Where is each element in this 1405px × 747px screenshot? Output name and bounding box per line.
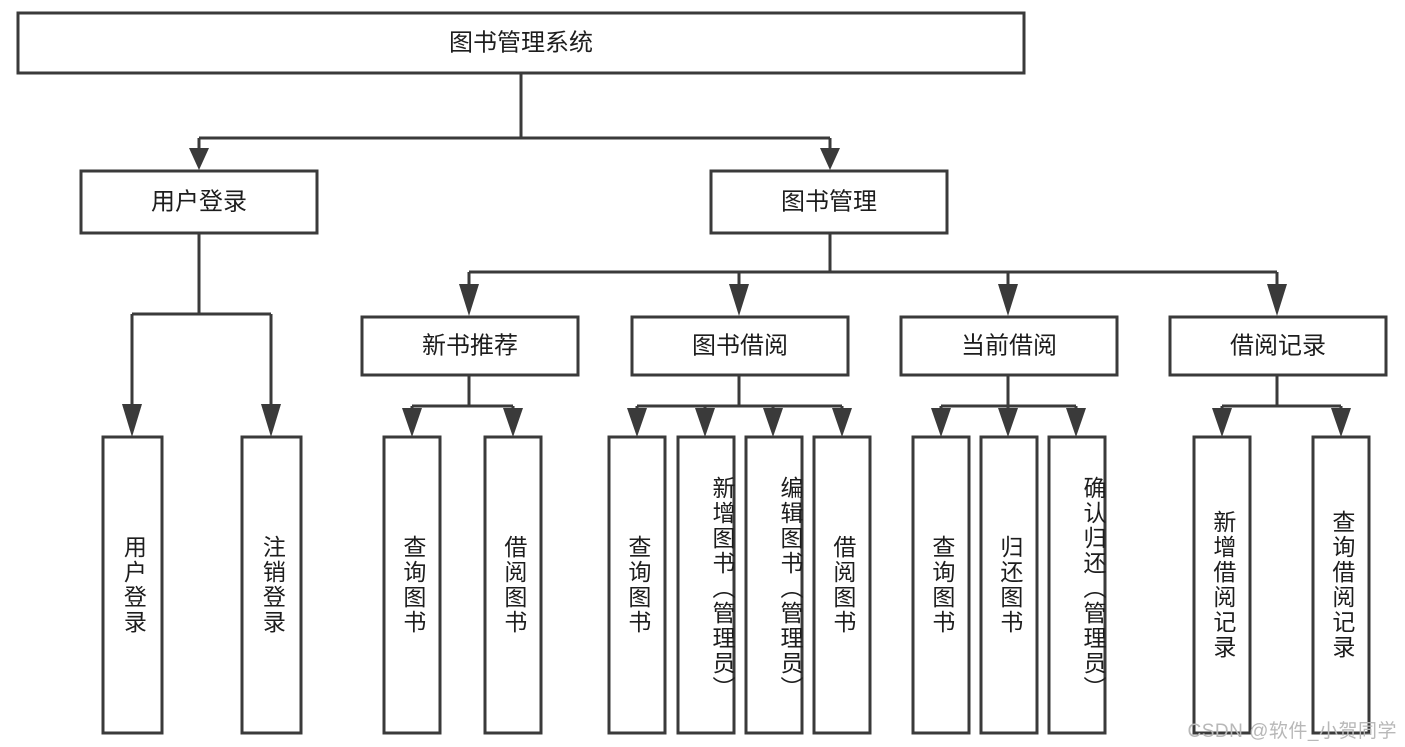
arrow-user-login-leaf-1 <box>122 404 142 437</box>
node-current-borrow-box[interactable] <box>899 315 1119 377</box>
leaf-box-current-borrow-2[interactable] <box>979 435 1039 735</box>
connector-layer <box>122 74 1351 437</box>
csdn-watermark: CSDN @软件_小贺同学 <box>1187 721 1397 742</box>
arrow-current-borrow-leaf-3 <box>1066 408 1086 437</box>
arrow-user-login-leaf-2 <box>261 404 281 437</box>
leaf-box-borrow-record-2[interactable] <box>1311 435 1371 735</box>
arrow-book-borrow-leaf-4 <box>832 408 852 437</box>
leaf-box-book-borrow-3[interactable] <box>744 435 804 735</box>
arrow-new-book-leaf-1 <box>402 408 422 437</box>
leaf-box-book-borrow-2[interactable] <box>676 435 736 735</box>
leaf-box-new-book-1[interactable] <box>382 435 442 735</box>
arrow-to-current-borrow <box>998 284 1018 316</box>
node-layer <box>16 11 1388 735</box>
node-new-book-label: 新书推荐 <box>422 332 518 359</box>
node-book-manage-label: 图书管理 <box>781 188 877 215</box>
node-root-label: 图书管理系统 <box>449 29 593 56</box>
leaf-box-book-borrow-1[interactable] <box>607 435 667 735</box>
arrow-book-borrow-leaf-3 <box>763 408 783 437</box>
node-current-borrow-label: 当前借阅 <box>961 332 1057 359</box>
leaf-box-current-borrow-1[interactable] <box>911 435 971 735</box>
arrow-current-borrow-leaf-2 <box>998 408 1018 437</box>
leaf-box-book-borrow-4[interactable] <box>812 435 872 735</box>
arrow-borrow-record-leaf-2 <box>1331 408 1351 437</box>
node-book-borrow-label: 图书借阅 <box>692 332 788 359</box>
arrow-book-borrow-leaf-1 <box>627 408 647 437</box>
node-book-manage-box[interactable] <box>709 169 949 235</box>
leaf-box-borrow-record-1[interactable] <box>1192 435 1252 735</box>
leaf-box-new-book-2[interactable] <box>483 435 543 735</box>
arrow-to-borrow-record <box>1267 284 1287 316</box>
node-borrow-record-label: 借阅记录 <box>1230 332 1326 359</box>
arrow-to-book-borrow <box>729 284 749 316</box>
node-book-borrow-box[interactable] <box>630 315 850 377</box>
arrow-book-borrow-leaf-2 <box>695 408 715 437</box>
node-user-login-box[interactable] <box>79 169 319 235</box>
arrow-to-new-book <box>459 284 479 316</box>
node-new-book-box[interactable] <box>360 315 580 377</box>
leaf-box-current-borrow-3[interactable] <box>1047 435 1107 735</box>
arrow-new-book-leaf-2 <box>503 408 523 437</box>
leaf-box-user-login-2[interactable] <box>240 435 303 735</box>
node-borrow-record-box[interactable] <box>1168 315 1388 377</box>
node-user-login-label: 用户登录 <box>151 188 247 215</box>
leaf-box-user-login-1[interactable] <box>101 435 164 735</box>
label-layer: 图书管理系统 用户登录 图书管理 新书推荐 图书借阅 当前借阅 借阅记录 <box>151 29 1326 359</box>
arrow-current-borrow-leaf-1 <box>931 408 951 437</box>
arrow-to-user-login <box>189 148 209 170</box>
arrow-to-book-manage <box>820 148 840 170</box>
node-root-box[interactable] <box>16 11 1026 75</box>
arrow-borrow-record-leaf-1 <box>1212 408 1232 437</box>
